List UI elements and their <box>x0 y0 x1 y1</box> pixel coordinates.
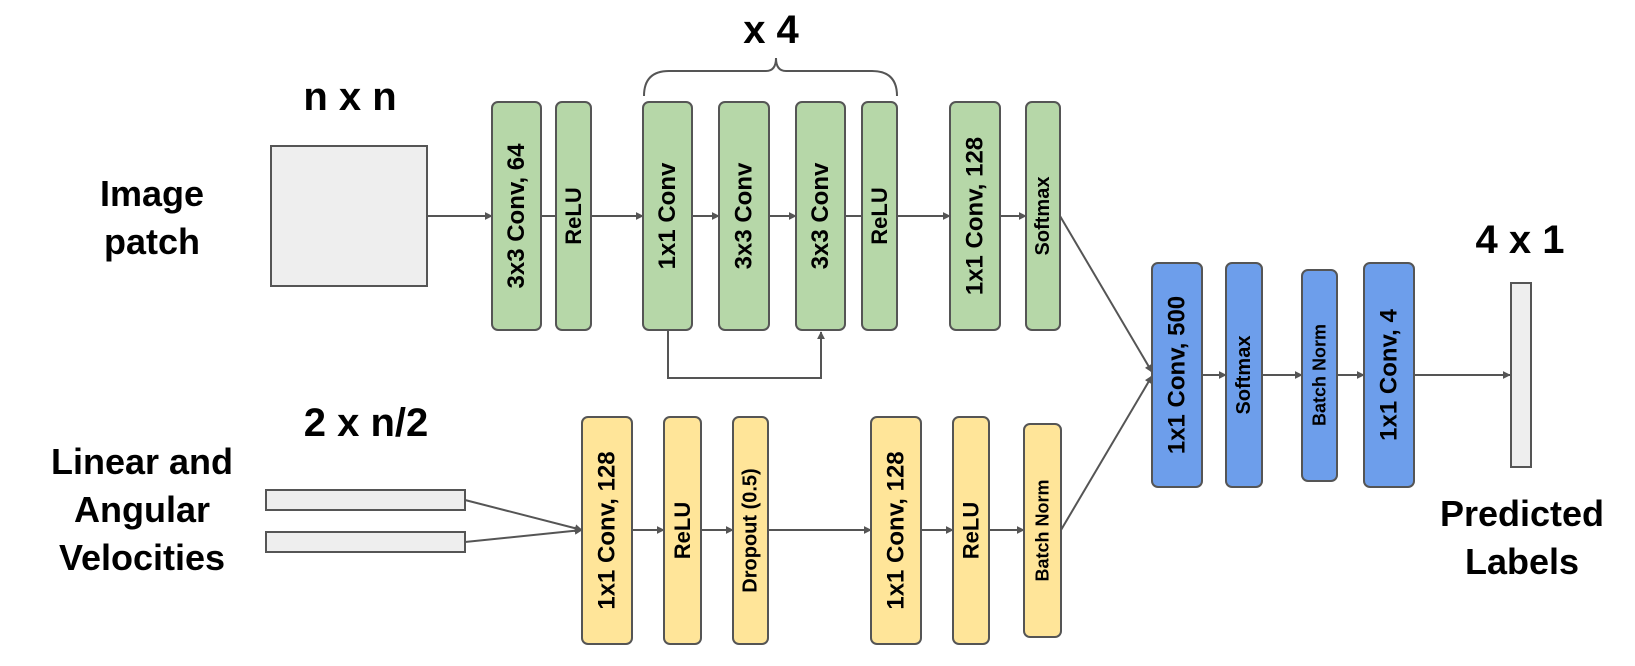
arrow-angular-to-conv128 <box>464 526 583 543</box>
block-label: ReLU <box>561 187 586 244</box>
x4-label: x 4 <box>743 8 799 52</box>
block-label: Batch Norm <box>1033 479 1053 581</box>
predicted-labels-output <box>1510 282 1532 468</box>
block-label: 1x1 Conv, 500 <box>1164 296 1191 454</box>
block-label: 1x1 Conv, 128 <box>594 451 621 609</box>
block-label: ReLU <box>867 187 892 244</box>
arrow-bottom-branch-to-merge <box>1060 375 1153 531</box>
block-softmax-a: Softmax <box>1025 101 1061 331</box>
block-conv1x1-128-c: 1x1 Conv, 128 <box>870 416 922 645</box>
predicted-labels-line2: Labels <box>1465 541 1579 582</box>
block-label: 1x1 Conv, 4 <box>1376 309 1403 441</box>
block-label: 3x3 Conv, 64 <box>503 143 530 289</box>
block-conv1x1-500: 1x1 Conv, 500 <box>1151 262 1203 488</box>
block-label: 3x3 Conv <box>807 162 834 269</box>
predicted-labels-line1: Predicted <box>1440 493 1604 534</box>
arrow-linear-to-conv128 <box>464 499 583 533</box>
block-softmax-b: Softmax <box>1225 262 1263 488</box>
four-x-1-label: 4 x 1 <box>1476 218 1565 262</box>
block-conv1x1-a: 1x1 Conv <box>642 101 693 331</box>
block-label: ReLU <box>670 502 695 559</box>
block-label: Softmax <box>1032 177 1054 256</box>
linear-velocity-input <box>265 489 466 511</box>
block-conv1x1-128-b: 1x1 Conv, 128 <box>581 416 633 645</box>
angular-velocity-input <box>265 531 466 553</box>
block-relu-a: ReLU <box>555 101 592 331</box>
velocities-label-line2: Angular <box>74 489 210 530</box>
block-label: 1x1 Conv, 128 <box>962 137 989 295</box>
block-label: 3x3 Conv <box>731 162 758 269</box>
repeat-brace <box>643 57 898 97</box>
block-label: 1x1 Conv, 128 <box>883 451 910 609</box>
skip-connection-arrow <box>667 331 825 379</box>
block-conv3x3-64: 3x3 Conv, 64 <box>491 101 542 331</box>
block-dropout: Dropout (0.5) <box>732 416 769 645</box>
block-relu-c: ReLU <box>663 416 702 645</box>
block-label: ReLU <box>959 502 984 559</box>
block-batchnorm-b: Batch Norm <box>1301 269 1338 482</box>
block-label: Softmax <box>1233 336 1255 415</box>
block-relu-b: ReLU <box>861 101 898 331</box>
block-conv3x3-a: 3x3 Conv <box>718 101 770 331</box>
block-label: Batch Norm <box>1310 324 1330 426</box>
block-label: Dropout (0.5) <box>740 468 762 592</box>
n-x-n-label: n x n <box>303 75 396 119</box>
image-patch-label-line1: Image <box>100 173 204 214</box>
block-conv3x3-b: 3x3 Conv <box>795 101 846 331</box>
block-batchnorm-a: Batch Norm <box>1023 423 1062 638</box>
image-patch-label-line2: patch <box>104 221 200 262</box>
block-relu-d: ReLU <box>952 416 990 645</box>
velocities-label-line1: Linear and <box>51 441 233 482</box>
velocities-label-line3: Velocities <box>59 537 225 578</box>
block-conv1x1-128-a: 1x1 Conv, 128 <box>949 101 1001 331</box>
block-label: 1x1 Conv <box>654 162 681 269</box>
image-patch-input <box>270 145 428 287</box>
arrow-top-branch-to-merge <box>1059 215 1153 373</box>
block-conv1x1-4: 1x1 Conv, 4 <box>1363 262 1415 488</box>
two-x-n2-label: 2 x n/2 <box>304 401 429 445</box>
